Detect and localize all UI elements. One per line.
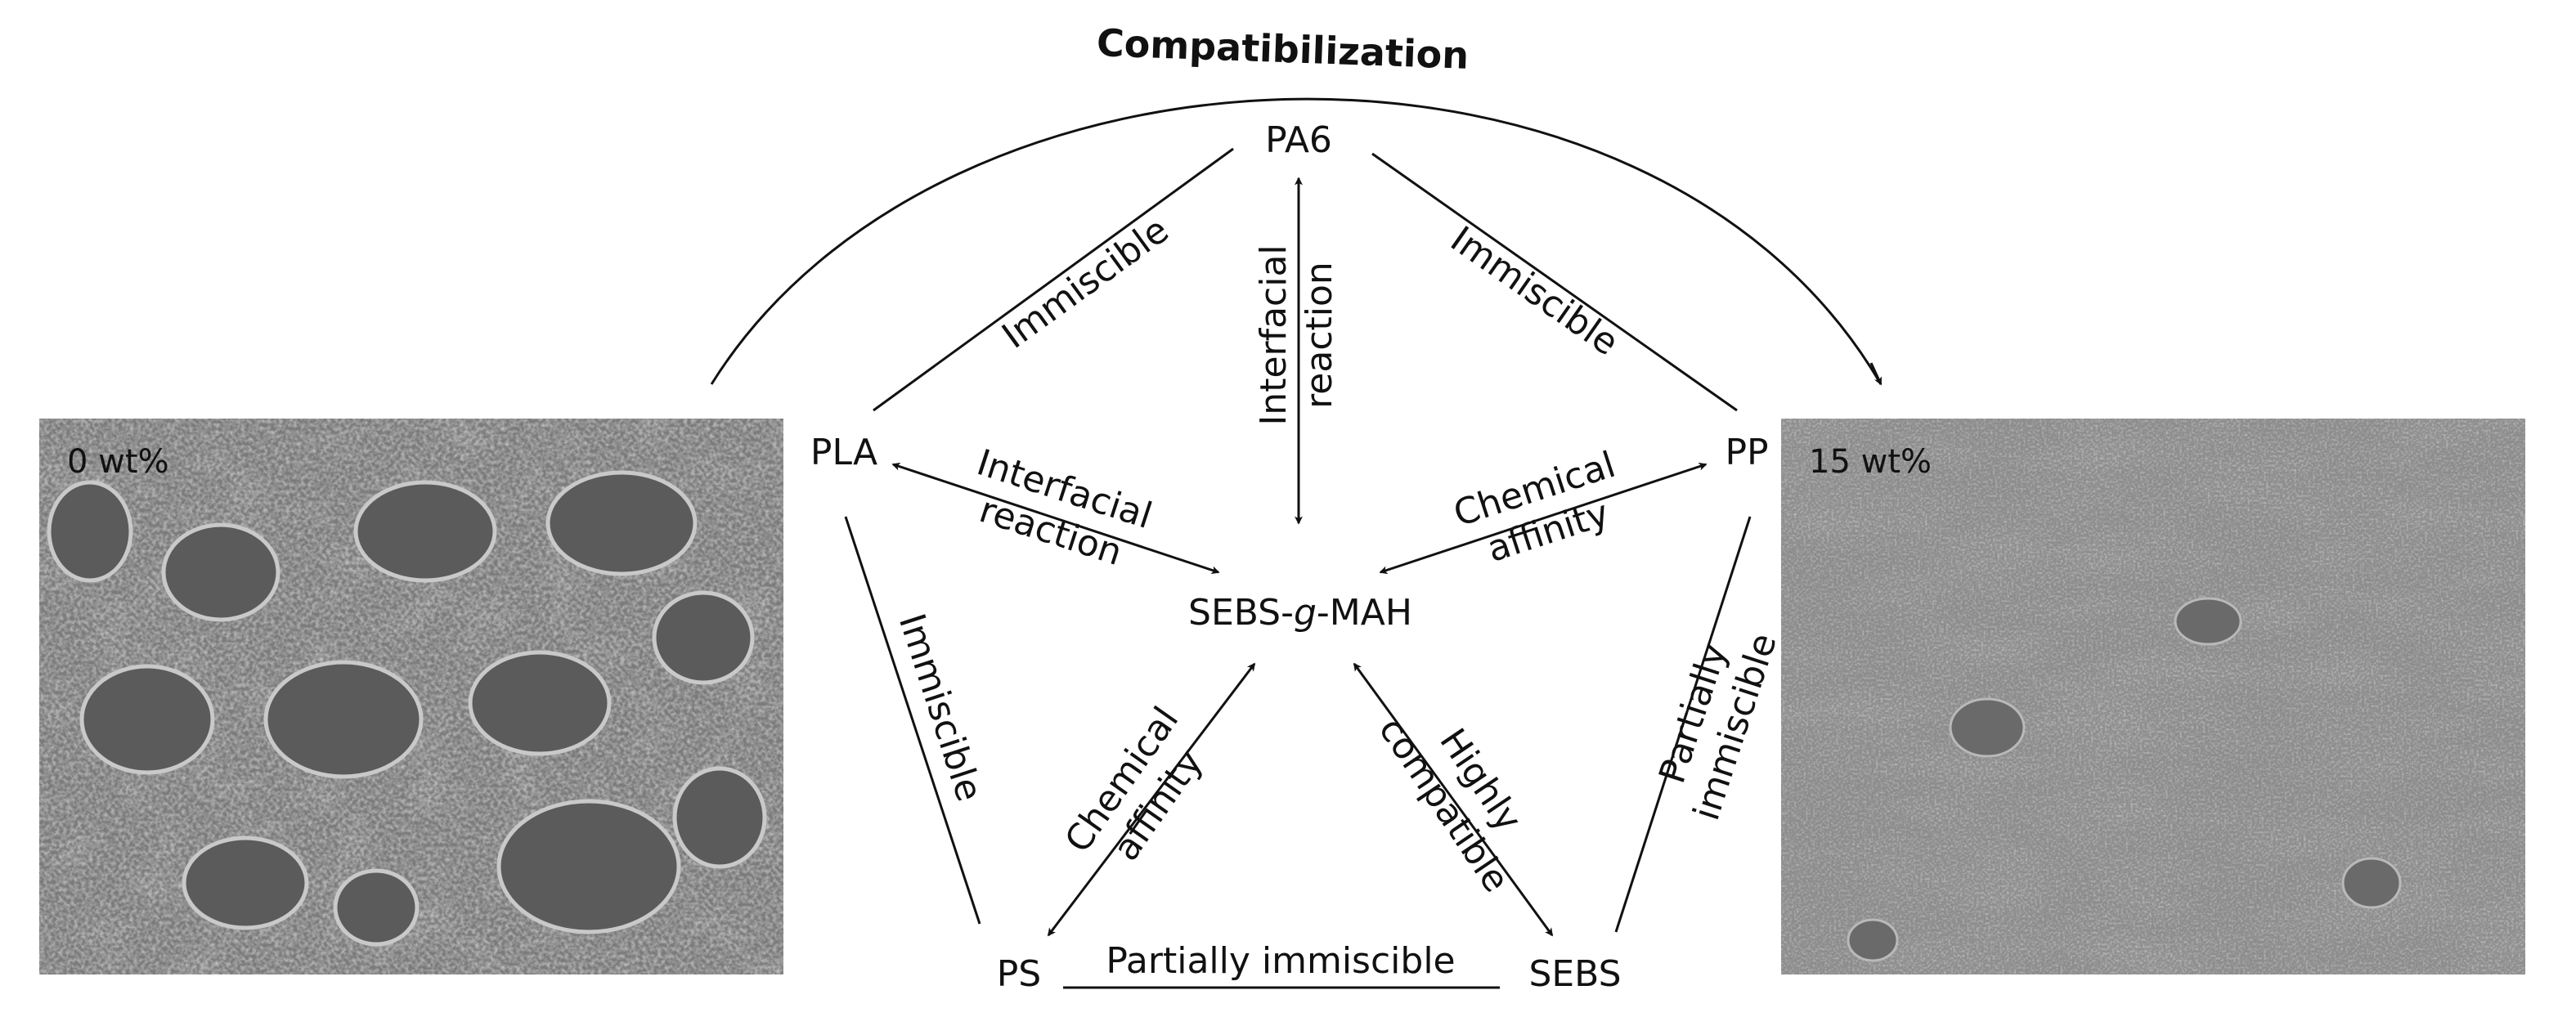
edge-pla-ps bbox=[844, 516, 981, 925]
node-pla: PLA bbox=[810, 432, 877, 473]
edge-sebs-pp bbox=[1614, 516, 1752, 933]
compatibilization-arc bbox=[710, 97, 1883, 385]
arrow-ps-center bbox=[1047, 662, 1256, 937]
label-sebs-pp: Partially immiscible bbox=[1651, 629, 1785, 826]
label-pa6-center: Interfacial reaction bbox=[1253, 244, 1340, 425]
edge-pa6-pp bbox=[1371, 152, 1738, 412]
label-sebs-center: Highly compatible bbox=[1371, 710, 1530, 899]
label-pa6-pp: Immiscible bbox=[1443, 218, 1626, 364]
right-sem-texture bbox=[1781, 419, 2525, 974]
left-sem-panel: 0 wt% bbox=[39, 419, 783, 974]
label-pla-pa6: Immiscible bbox=[994, 209, 1176, 357]
arrow-pp-center bbox=[1379, 462, 1708, 575]
arrow-pla-center bbox=[891, 462, 1220, 575]
node-center-prefix: SEBS- bbox=[1188, 592, 1294, 634]
left-sem-particles bbox=[47, 470, 767, 947]
right-panel-label: 15 wt% bbox=[1809, 443, 1932, 481]
node-center-suffix: -MAH bbox=[1317, 592, 1412, 634]
arrow-sebs-center bbox=[1353, 662, 1554, 937]
compatibilization-arrowhead bbox=[1869, 362, 1883, 386]
label-ps-sebs: Partially immiscible bbox=[1106, 940, 1455, 982]
edge-pla-pa6 bbox=[873, 147, 1234, 412]
node-sebs: SEBS bbox=[1528, 953, 1621, 995]
node-pp: PP bbox=[1725, 432, 1768, 473]
node-sebs-g-mah: SEBS-g-MAH bbox=[1188, 592, 1412, 634]
label-ps-center: Chemical affinity bbox=[1057, 700, 1210, 868]
label-pp-center: Chemical affinity bbox=[1448, 444, 1620, 571]
label-pa6-center-line2: reaction bbox=[1299, 262, 1340, 409]
node-pa6: PA6 bbox=[1265, 119, 1332, 161]
left-panel-label: 0 wt% bbox=[67, 443, 169, 481]
right-sem-panel: 15 wt% bbox=[1781, 419, 2525, 974]
label-pla-ps: Immiscible bbox=[891, 609, 990, 807]
label-pla-center: Interfacial reaction bbox=[972, 441, 1156, 574]
label-pa6-center-line1: Interfacial bbox=[1253, 244, 1295, 425]
node-ps: PS bbox=[997, 953, 1041, 995]
diagram-title: Compatibilization bbox=[1096, 20, 1470, 78]
right-sem-features bbox=[1847, 597, 2402, 962]
node-center-italic: g bbox=[1294, 592, 1317, 634]
